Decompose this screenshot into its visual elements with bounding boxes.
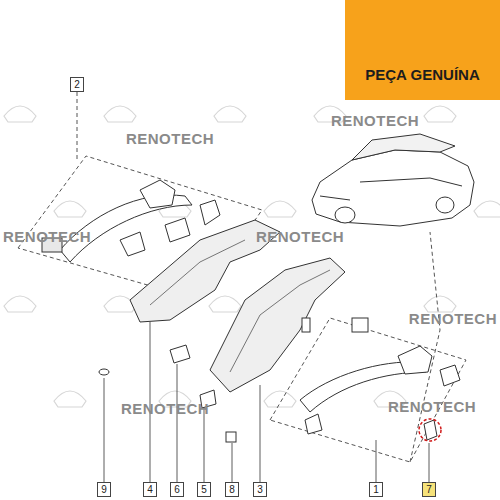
watermark: RENOTECH <box>256 228 344 245</box>
watermark: RENOTECH <box>331 112 419 129</box>
callout-number: 9 <box>97 482 111 497</box>
callout-number: 2 <box>70 77 84 92</box>
callout-number: 5 <box>197 482 211 497</box>
badge-text: PEÇA GENUÍNA <box>365 66 479 83</box>
watermark: RENOTECH <box>121 400 209 417</box>
callout-number: 6 <box>170 482 184 497</box>
badge-box: PEÇA GENUÍNA <box>345 0 500 100</box>
watermark: RENOTECH <box>409 310 497 327</box>
callout-number: 7 <box>422 482 436 497</box>
callout-number: 8 <box>225 482 239 497</box>
watermark: RENOTECH <box>126 130 214 147</box>
watermark: RENOTECH <box>388 398 476 415</box>
callout-number: 1 <box>369 482 383 497</box>
watermark: RENOTECH <box>3 228 91 245</box>
callout-number: 3 <box>253 482 267 497</box>
callout-number: 4 <box>143 482 157 497</box>
